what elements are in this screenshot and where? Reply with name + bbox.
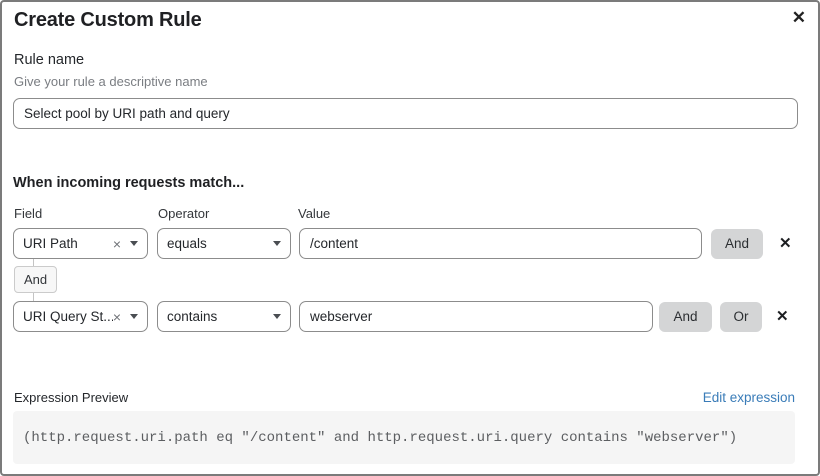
clear-selection-icon[interactable]: × (112, 308, 121, 325)
operator-select-value: contains (167, 309, 218, 324)
caret-down-icon (130, 241, 138, 246)
field-select-value: URI Path (23, 236, 78, 251)
edit-expression-link[interactable]: Edit expression (702, 390, 795, 405)
caret-down-icon (273, 241, 281, 246)
clear-selection-icon[interactable]: × (112, 235, 121, 252)
operator-select[interactable]: equals (157, 228, 291, 259)
field-select-value: URI Query St... (23, 309, 113, 324)
operator-column-label: Operator (158, 206, 210, 221)
field-select[interactable]: URI Query St... × (13, 301, 148, 332)
operator-select-value: equals (167, 236, 207, 251)
expression-code: (http.request.uri.path eq "/content" and… (23, 429, 738, 446)
add-or-condition-button[interactable]: Or (720, 301, 762, 332)
connector-line (33, 259, 34, 266)
connector-and-pill[interactable]: And (14, 266, 58, 293)
remove-row-icon[interactable]: ✕ (776, 308, 789, 325)
close-icon[interactable]: ✕ (786, 4, 812, 32)
caret-down-icon (130, 314, 138, 319)
field-column-label: Field (14, 206, 43, 221)
rule-name-input[interactable] (13, 98, 798, 129)
rule-name-hint: Give your rule a descriptive name (14, 74, 208, 89)
match-heading: When incoming requests match... (13, 175, 245, 191)
value-input[interactable] (299, 228, 702, 259)
connector-line (33, 293, 34, 301)
dialog-title: Create Custom Rule (14, 9, 202, 31)
add-and-condition-button[interactable]: And (711, 228, 763, 259)
add-and-condition-button[interactable]: And (659, 301, 712, 332)
field-select[interactable]: URI Path × (13, 228, 148, 259)
remove-row-icon[interactable]: ✕ (779, 235, 792, 252)
value-column-label: Value (298, 206, 331, 221)
expression-preview-label: Expression Preview (14, 390, 129, 405)
rule-name-label: Rule name (14, 52, 85, 68)
value-input[interactable] (299, 301, 653, 332)
condition-row-2: URI Query St... × contains And Or ✕ (13, 301, 789, 332)
caret-down-icon (273, 314, 281, 319)
condition-row-1: URI Path × equals And ✕ (13, 228, 792, 259)
operator-select[interactable]: contains (157, 301, 291, 332)
expression-preview-block: (http.request.uri.path eq "/content" and… (13, 411, 795, 464)
